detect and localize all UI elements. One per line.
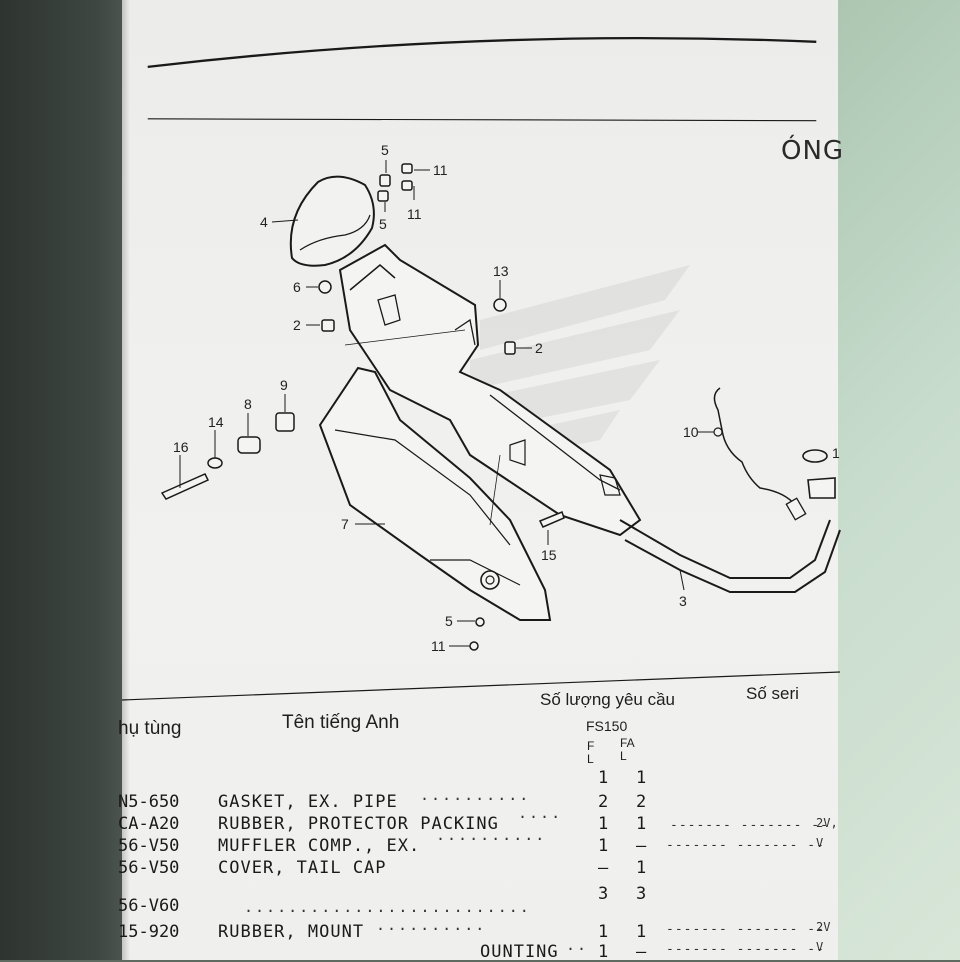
qty-fal: 1 bbox=[636, 922, 647, 942]
serial-leader: ------- ------- -- bbox=[666, 942, 825, 957]
qty-fal: – bbox=[636, 836, 647, 856]
callout-7: 7 bbox=[341, 516, 349, 532]
callout-14: 14 bbox=[208, 414, 224, 430]
serial-leader: ------- ------- -- bbox=[666, 922, 825, 937]
serial-leader: ------- ------- -- bbox=[666, 838, 825, 853]
part-code: 56-V50 bbox=[118, 836, 180, 856]
callout-2: 2 bbox=[535, 340, 543, 356]
callout-11: 11 bbox=[431, 638, 446, 654]
part-name: MUFFLER COMP., EX. bbox=[218, 836, 421, 856]
qty-fal: 1 bbox=[636, 814, 647, 834]
part-code: N5-650 bbox=[118, 792, 180, 812]
callout-5: 5 bbox=[379, 216, 387, 232]
leader-dots: ·········· bbox=[376, 920, 487, 938]
page-title: ÓNG bbox=[781, 136, 845, 166]
part-code: 56-V60 bbox=[118, 896, 180, 916]
qty-fal: 1 bbox=[636, 768, 647, 788]
manual-page bbox=[122, 0, 838, 960]
callout-9: 9 bbox=[280, 377, 288, 393]
callout-3: 3 bbox=[679, 593, 687, 609]
part-name: OUNTING bbox=[480, 942, 559, 962]
muffler-body-part bbox=[338, 243, 642, 537]
tail-cap-part bbox=[289, 175, 375, 267]
callout-15: 15 bbox=[541, 547, 557, 563]
leader-dots: ·· bbox=[566, 940, 589, 958]
qty-fal: 3 bbox=[636, 884, 647, 904]
serial-value: V bbox=[816, 836, 824, 850]
leader-lines bbox=[179, 160, 714, 647]
callout-11: 11 bbox=[407, 206, 422, 222]
qty-fl: 1 bbox=[598, 814, 609, 834]
diagram-frame-line bbox=[121, 671, 841, 701]
serial-leader: ------- ------- -- bbox=[670, 818, 829, 833]
page-border bbox=[147, 36, 817, 122]
page-edge-shadow bbox=[122, 0, 130, 960]
callout-4: 4 bbox=[260, 214, 268, 230]
col-part-number: hụ tùng bbox=[118, 718, 182, 739]
leader-dots: ·········· bbox=[436, 830, 547, 848]
part-code: 15-920 bbox=[118, 922, 180, 942]
col-english-name: Tên tiếng Anh bbox=[282, 712, 400, 733]
part-code: 56-V50 bbox=[118, 858, 180, 878]
callout-5: 5 bbox=[381, 142, 389, 158]
qty-fl: 1 bbox=[598, 836, 609, 856]
serial-value: 2V bbox=[816, 920, 831, 934]
qty-fl: 3 bbox=[598, 884, 609, 904]
qty-fl: 1 bbox=[598, 942, 609, 962]
callout-16: 16 bbox=[173, 439, 189, 455]
callout-2: 2 bbox=[293, 317, 301, 333]
fastener-parts bbox=[160, 163, 565, 651]
serial-value: V bbox=[816, 940, 824, 954]
callout-11: 11 bbox=[433, 162, 448, 178]
qty-fal: 1 bbox=[636, 858, 647, 878]
serial-value: 2V, bbox=[816, 816, 838, 830]
callout-8: 8 bbox=[244, 396, 252, 412]
col-sub-fl: F L bbox=[587, 739, 595, 766]
col-serial: Số seri bbox=[746, 684, 799, 703]
leader-dots: ·························· bbox=[244, 902, 531, 920]
leader-dots: ·········· bbox=[420, 790, 531, 808]
leader-dots: ···· bbox=[518, 808, 563, 826]
background-shadow bbox=[0, 0, 140, 960]
col-sub-fal: FA L bbox=[620, 736, 635, 763]
part-code: CA-A20 bbox=[118, 814, 180, 834]
qty-fl: 1 bbox=[598, 922, 609, 942]
qty-fal: – bbox=[636, 942, 647, 962]
col-model: FS150 bbox=[586, 718, 628, 734]
qty-fl: 1 bbox=[598, 768, 609, 788]
qty-fal: 2 bbox=[636, 792, 647, 812]
callout-6: 6 bbox=[293, 279, 301, 295]
callout-5: 5 bbox=[445, 613, 453, 629]
col-qty-required: Số lượng yêu cầu bbox=[540, 690, 675, 709]
protector-cover-part bbox=[318, 366, 552, 621]
qty-fl: – bbox=[598, 858, 609, 878]
part-name: COVER, TAIL CAP bbox=[218, 858, 387, 878]
part-name: RUBBER, MOUNT bbox=[218, 922, 365, 942]
sensor-wire-part bbox=[713, 387, 807, 521]
part-name: GASKET, EX. PIPE bbox=[218, 792, 398, 812]
exhaust-pipe-part bbox=[619, 449, 841, 593]
callout-10: 10 bbox=[683, 424, 699, 440]
part-name: RUBBER, PROTECTOR PACKING bbox=[218, 814, 499, 834]
callout-1: 1 bbox=[832, 445, 840, 461]
qty-fl: 2 bbox=[598, 792, 609, 812]
callout-13: 13 bbox=[493, 263, 509, 279]
